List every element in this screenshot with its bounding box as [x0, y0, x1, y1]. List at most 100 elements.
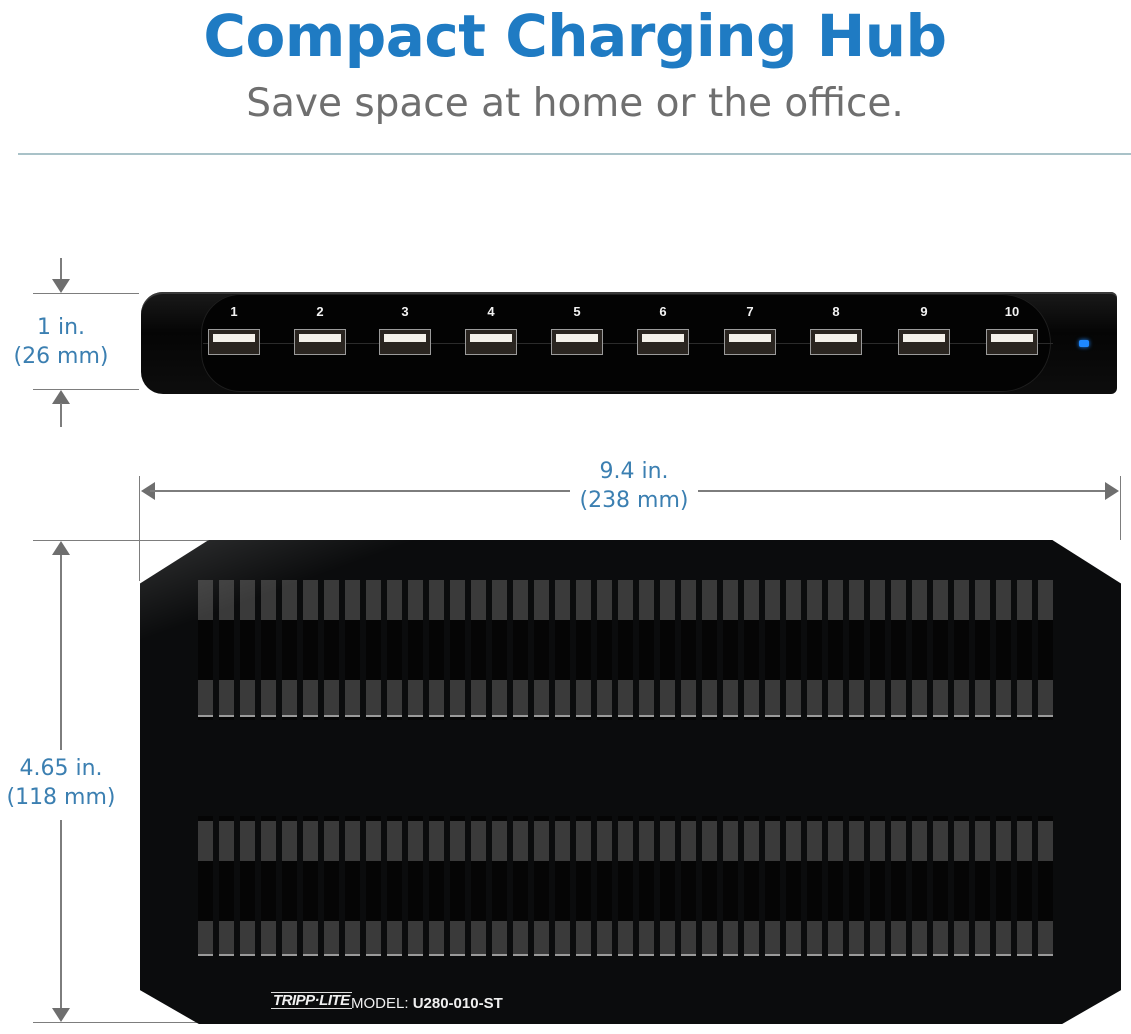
width-metric: (238 mm) [579, 488, 689, 513]
port-number: 1 [230, 304, 238, 319]
port-number: 4 [487, 304, 495, 319]
arrow-left-icon [141, 482, 155, 500]
width-imperial: 9.4 in. [599, 459, 669, 484]
vent-slot [933, 816, 948, 956]
vent-slot [618, 816, 633, 956]
vent-slot [723, 816, 738, 956]
arrow-up-icon [52, 390, 70, 404]
arrow-down-icon [52, 1008, 70, 1022]
vent-row-top [198, 580, 1053, 720]
vent-slot [933, 580, 948, 720]
vent-slot [786, 816, 801, 956]
vent-slot [408, 816, 423, 956]
height-dim-line-top [60, 258, 62, 280]
vent-slot [198, 580, 213, 720]
vent-slot [555, 816, 570, 956]
vent-row-bottom [198, 816, 1053, 956]
vent-slot [387, 816, 402, 956]
port-number: 9 [920, 304, 928, 319]
vent-slot [429, 816, 444, 956]
arrow-up-icon [52, 541, 70, 555]
height-extension-bottom [33, 389, 139, 390]
usb-port-icon [986, 329, 1038, 355]
vent-slot [912, 580, 927, 720]
vent-slot [240, 816, 255, 956]
vent-slot [534, 816, 549, 956]
vent-slot [807, 816, 822, 956]
vent-slot [660, 816, 675, 956]
vent-slot [891, 816, 906, 956]
width-extension-right [1120, 476, 1121, 540]
power-led-icon [1079, 340, 1089, 347]
vent-slot [660, 580, 675, 720]
vent-slot [471, 816, 486, 956]
height-dim-line-bottom [60, 403, 62, 427]
vent-slot [744, 580, 759, 720]
vent-slot [198, 816, 213, 956]
vent-slot [324, 816, 339, 956]
vent-slot [765, 580, 780, 720]
depth-imperial: 4.65 in. [19, 756, 103, 781]
depth-dim-line-top [60, 555, 62, 750]
vent-slot [366, 580, 381, 720]
vent-slot [387, 580, 402, 720]
vent-slot [471, 580, 486, 720]
model-number: U280-010-ST [412, 995, 503, 1012]
vent-slot [282, 816, 297, 956]
arrow-down-icon [52, 279, 70, 293]
usb-port-icon [724, 329, 776, 355]
vent-slot [975, 580, 990, 720]
usb-port-icon [208, 329, 260, 355]
usb-port-icon [294, 329, 346, 355]
vent-slot [639, 816, 654, 956]
model-prefix: MODEL: [351, 995, 409, 1012]
port-number: 8 [832, 304, 840, 319]
depth-dim-line-bottom [60, 820, 62, 1010]
width-extension-left [139, 476, 140, 581]
page-title: Compact Charging Hub [203, 2, 947, 70]
port-number: 6 [659, 304, 667, 319]
vent-slot [240, 580, 255, 720]
vent-slot [597, 580, 612, 720]
panel-seam [203, 343, 1053, 344]
vent-slot [366, 816, 381, 956]
vent-slot [786, 580, 801, 720]
port-number: 3 [401, 304, 409, 319]
hub-top-view: TRIPP·LITE MODEL: U280-010-ST [140, 540, 1121, 1024]
vent-slot [744, 816, 759, 956]
width-dim-line-left [150, 490, 570, 492]
height-imperial: 1 in. [36, 315, 86, 340]
vent-slot [807, 580, 822, 720]
vent-slot [849, 580, 864, 720]
usb-port-icon [465, 329, 517, 355]
vent-slot [450, 580, 465, 720]
vent-slot [345, 816, 360, 956]
vent-slot [408, 580, 423, 720]
vent-slot [828, 580, 843, 720]
brand-logo: TRIPP·LITE [271, 992, 352, 1009]
vent-slot [1038, 580, 1053, 720]
vent-slot [681, 816, 696, 956]
usb-port-icon [379, 329, 431, 355]
vent-slot [324, 580, 339, 720]
vent-slot [639, 580, 654, 720]
vent-slot [1038, 816, 1053, 956]
vent-slot [828, 816, 843, 956]
port-number: 10 [1004, 304, 1020, 319]
vent-slot [996, 816, 1011, 956]
vent-slot [576, 816, 591, 956]
height-metric: (26 mm) [13, 344, 109, 369]
vent-slot [618, 580, 633, 720]
vent-slot [492, 580, 507, 720]
vent-slot [996, 580, 1011, 720]
vent-slot [345, 580, 360, 720]
vent-slot [702, 580, 717, 720]
vent-slot [870, 816, 885, 956]
vent-slot [219, 580, 234, 720]
vent-slot [912, 816, 927, 956]
vent-slot [513, 580, 528, 720]
width-dim-line-right [698, 490, 1108, 492]
vent-slot [303, 580, 318, 720]
height-extension-top [33, 293, 139, 294]
vent-slot [513, 816, 528, 956]
